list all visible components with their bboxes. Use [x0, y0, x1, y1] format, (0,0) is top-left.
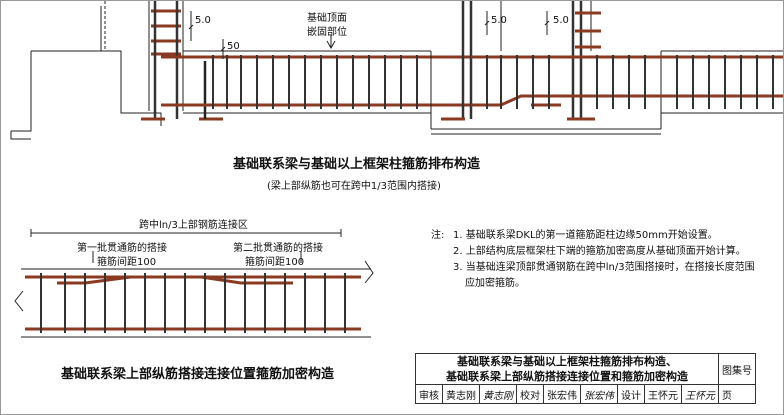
splice2-line2: 箍筋间距100: [245, 257, 305, 268]
bottom-caption: 基础联系梁上部纵筋搭接连接位置箍筋加密构造: [61, 367, 335, 382]
splice1-line2: 箍筋间距100: [97, 257, 157, 268]
design-name: 王怀元: [644, 384, 682, 404]
top-diagram: [10, 1, 783, 140]
top-subcaption: (梁上部纵筋也可在跨中1/3范围内搭接): [267, 181, 441, 192]
note-3-cont: 应加密箍筋。: [465, 278, 525, 289]
foundation-top-label-2: 嵌固部位: [307, 27, 347, 38]
check-name: 张宏伟: [543, 384, 581, 404]
design-signature: 王怀元: [681, 384, 719, 404]
bottom-diagram: [14, 229, 374, 338]
check-label: 校对: [516, 384, 544, 404]
note-1: 1. 基础联系梁DKL的第一道箍筋距柱边缘50mm开始设置。: [453, 230, 718, 241]
dim-5d-label-2: 5.0: [491, 15, 507, 26]
title-block: 基础联系梁与基础以上框架柱箍筋排布构造、 基础联系梁上部纵筋搭接连接位置和箍筋加…: [415, 353, 756, 404]
splice1-line1: 第一批贯通筋的搭接: [77, 243, 167, 254]
title-line-2: 基础联系梁上部纵筋搭接连接位置和箍筋加密构造: [446, 370, 688, 383]
zone-label: 跨中ln/3上部钢筋连接区: [139, 220, 248, 231]
review-signature: 黄志刚: [479, 384, 517, 404]
dim-50-label: 50: [227, 41, 240, 52]
splice2-line1: 第二批贯通筋的搭接: [233, 243, 323, 254]
foundation-top-label-1: 基础顶面: [307, 13, 347, 24]
atlas-label: 图集号: [718, 353, 756, 385]
review-label: 审核: [415, 384, 443, 404]
top-caption: 基础联系梁与基础以上框架柱箍筋排布构造: [233, 157, 481, 172]
title-block-title: 基础联系梁与基础以上框架柱箍筋排布构造、 基础联系梁上部纵筋搭接连接位置和箍筋加…: [415, 353, 719, 385]
notes-prefix: 注:: [431, 230, 445, 241]
dim-5d-label-1: 5.0: [195, 15, 211, 26]
design-label: 设计: [617, 384, 645, 404]
note-3: 3. 当基础连梁顶部贯通钢筋在跨中ln/3范围搭接时，在搭接长度范围: [453, 262, 755, 273]
title-line-1: 基础联系梁与基础以上框架柱箍筋排布构造、: [457, 355, 677, 368]
dim-5d-label-3: 5.0: [553, 15, 569, 26]
check-signature: 张宏伟: [580, 384, 618, 404]
note-2: 2. 上部结构底层框架柱下端的箍筋加密高度从基础顶面开始计算。: [453, 246, 746, 257]
page-label: 页: [718, 384, 756, 404]
review-name: 黄志刚: [442, 384, 480, 404]
